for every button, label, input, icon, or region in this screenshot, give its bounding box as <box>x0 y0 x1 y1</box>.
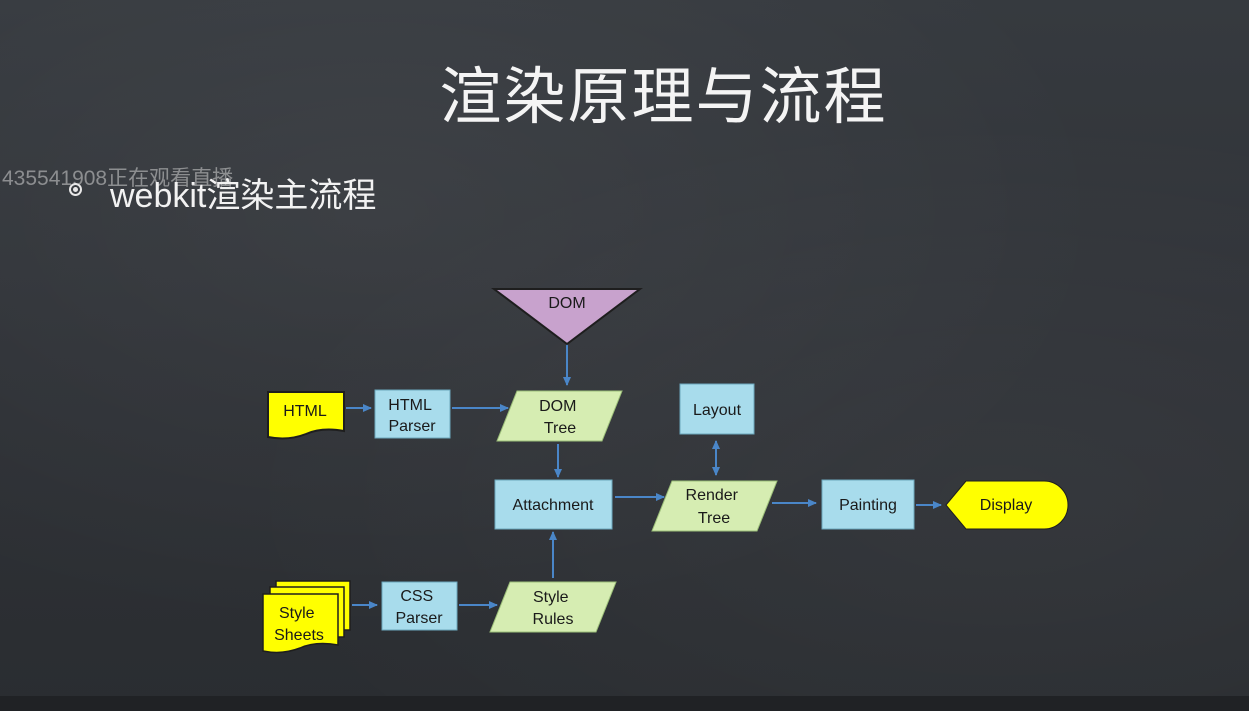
svg-text:DOM: DOM <box>548 295 585 312</box>
bullet-text: webkit渲染主流程 <box>110 177 377 215</box>
style-sheets-node: Style Sheets <box>262 580 351 654</box>
svg-text:DOM Tree: DOM Tree <box>539 398 581 437</box>
painting-node: Painting <box>821 479 915 530</box>
svg-text:Render Tree: Render Tree <box>686 487 743 527</box>
attachment-node: Attachment <box>494 479 613 530</box>
svg-text:CSS Parser: CSS Parser <box>395 588 443 627</box>
svg-text:Style Sheets: Style Sheets <box>274 605 324 644</box>
viewer-watermark: 435541908正在观看直播 <box>2 167 234 190</box>
bullet-icon <box>69 183 82 196</box>
svg-text:Style Rules: Style Rules <box>533 589 574 628</box>
svg-text:HTML: HTML <box>283 403 327 420</box>
display-node: Display <box>945 480 1069 530</box>
svg-text:Display: Display <box>980 497 1032 514</box>
svg-text:Layout: Layout <box>693 402 742 419</box>
slide-title: 渲染原理与流程 <box>439 60 888 133</box>
dom-node: DOM <box>491 288 643 346</box>
dom-tree-node: DOM Tree <box>496 390 623 442</box>
html-document-node: HTML <box>267 391 345 440</box>
render-tree-node: Render Tree <box>651 480 778 532</box>
svg-text:HTML Parser: HTML Parser <box>388 397 436 435</box>
flow-arrows <box>346 344 942 609</box>
svg-text:Painting: Painting <box>839 497 897 514</box>
style-rules-node: Style Rules <box>489 581 617 633</box>
css-parser-node: CSS Parser <box>381 581 458 631</box>
html-parser-node: HTML Parser <box>374 389 451 439</box>
layout-node: Layout <box>679 383 755 435</box>
svg-text:Attachment: Attachment <box>513 497 594 514</box>
bottom-bar <box>0 696 1249 711</box>
